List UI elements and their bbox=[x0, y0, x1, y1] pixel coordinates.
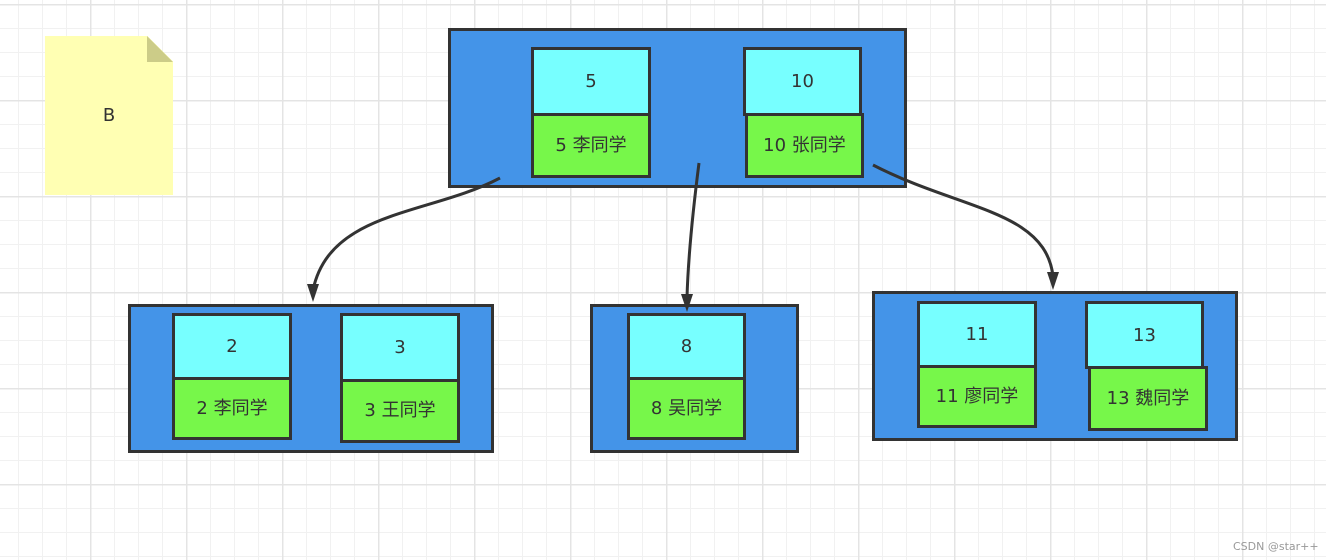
value-cell[interactable]: 13 魏同学 bbox=[1088, 366, 1208, 431]
value-cell[interactable]: 8 吴同学 bbox=[627, 377, 746, 440]
arrowhead-right bbox=[1047, 272, 1059, 290]
arrowhead-middle bbox=[681, 294, 693, 312]
arrow-middle bbox=[685, 162, 701, 299]
key-cell[interactable]: 5 bbox=[531, 47, 651, 116]
watermark: CSDN @star++ bbox=[1233, 540, 1319, 553]
value-cell[interactable]: 11 廖同学 bbox=[917, 365, 1037, 428]
note-label: B bbox=[102, 105, 116, 126]
value-cell[interactable]: 10 张同学 bbox=[745, 113, 864, 178]
sticky-note[interactable]: B bbox=[45, 36, 173, 195]
value-cell[interactable]: 5 李同学 bbox=[531, 113, 651, 178]
arrowhead-left bbox=[307, 284, 319, 302]
arrow-right bbox=[872, 163, 1055, 277]
key-cell[interactable]: 8 bbox=[627, 313, 746, 380]
arrow-left bbox=[311, 176, 501, 291]
value-cell[interactable]: 3 王同学 bbox=[340, 379, 460, 443]
value-cell[interactable]: 2 李同学 bbox=[172, 377, 292, 440]
